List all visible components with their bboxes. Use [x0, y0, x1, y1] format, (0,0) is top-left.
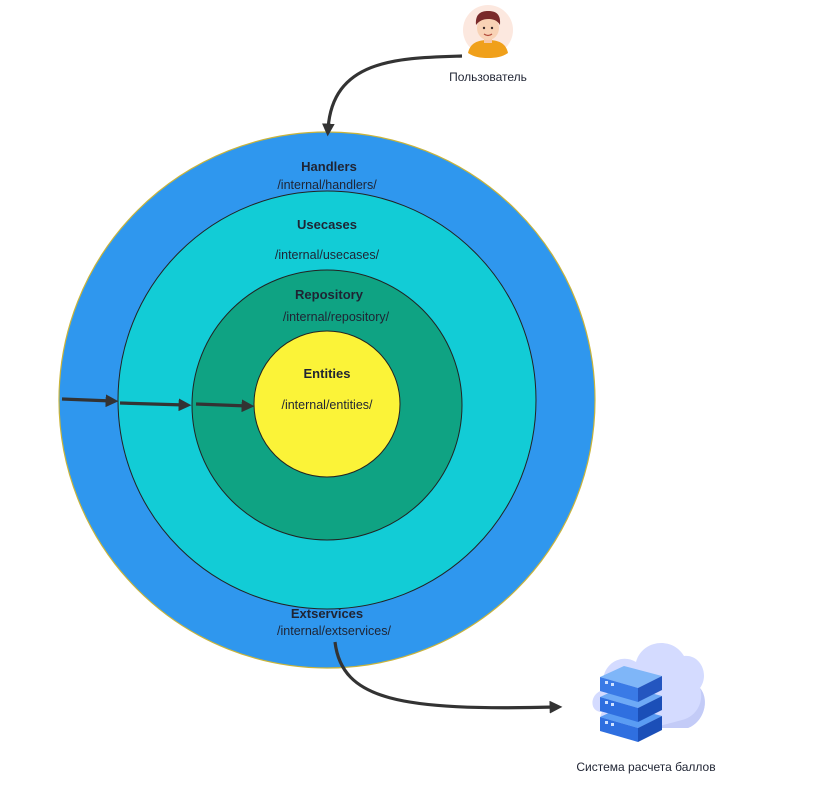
handlers-title: Handlers	[301, 159, 357, 174]
repository-title: Repository	[295, 287, 364, 302]
arrow-into-usecases	[119, 398, 192, 412]
repository-path: /internal/repository/	[283, 310, 390, 324]
external-system-label: Система расчета баллов	[576, 760, 715, 774]
arrow-extservices-to-system	[333, 641, 563, 714]
arrow-user-to-handlers	[321, 54, 463, 137]
user-avatar-icon	[463, 5, 513, 58]
entities-title: Entities	[304, 366, 351, 381]
handlers-path: /internal/handlers/	[277, 178, 377, 192]
usecases-path: /internal/usecases/	[275, 248, 380, 262]
arrow-into-repository	[195, 399, 255, 413]
extservices-path: /internal/extservices/	[277, 624, 391, 638]
arrow-into-handlers	[61, 394, 119, 408]
cloud-server-icon	[592, 643, 705, 742]
extservices-title: Extservices	[291, 606, 363, 621]
user-label: Пользователь	[449, 70, 527, 84]
usecases-title: Usecases	[297, 217, 357, 232]
entities-path: /internal/entities/	[281, 398, 373, 412]
